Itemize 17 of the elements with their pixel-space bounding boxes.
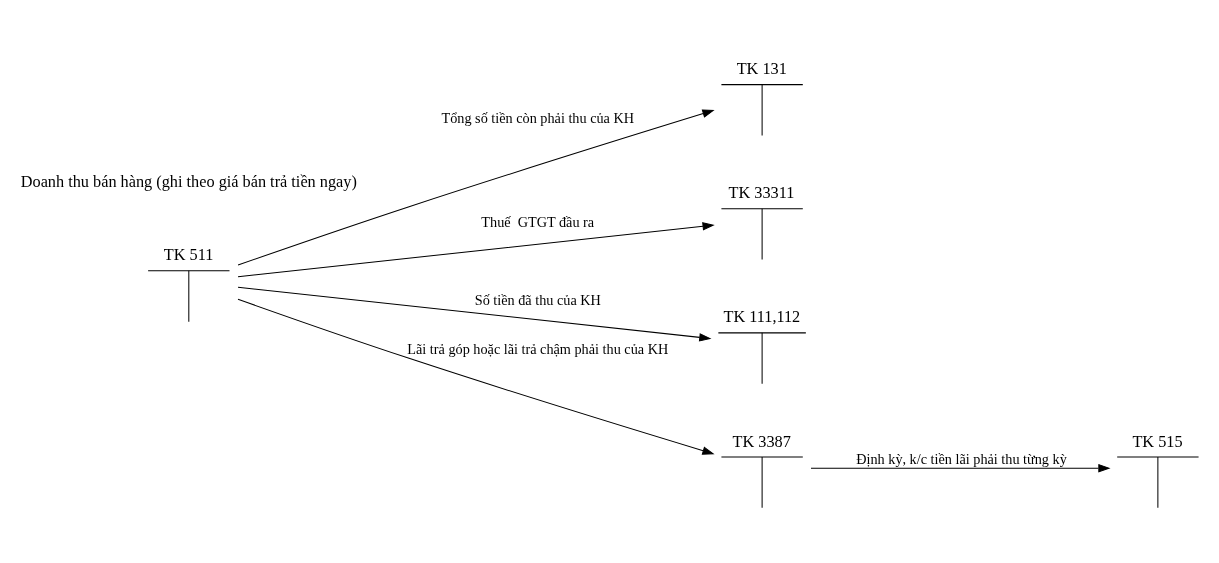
arrow xyxy=(810,463,1111,472)
arrow xyxy=(237,298,715,455)
node-text: TK 511 xyxy=(163,245,214,264)
node-text: TK 515 xyxy=(1132,432,1183,451)
edge-label: Tổng số tiền còn phải thu của KH xyxy=(441,109,635,126)
node-text: TK 3387 xyxy=(732,432,791,451)
arrow xyxy=(237,221,715,277)
node-text: TK 111,112 xyxy=(723,307,801,326)
arrow xyxy=(237,109,715,266)
node-text: TK 33311 xyxy=(728,183,795,202)
label: Doanh thu bán hàng (ghi theo giá bán trả tiền ngay) xyxy=(20,172,357,191)
edge-label: Lãi trả góp hoặc lãi trả chậm phải thu của KH xyxy=(407,340,669,357)
edge-label: Định kỳ, k/c tiền lãi phải thu từng kỳ xyxy=(856,450,1067,467)
arrow xyxy=(237,286,712,342)
edge-label: Thuế GTGT đầu ra xyxy=(481,213,595,230)
node-text: TK 131 xyxy=(736,59,787,78)
edge-label: Số tiền đã thu của KH xyxy=(474,291,601,308)
